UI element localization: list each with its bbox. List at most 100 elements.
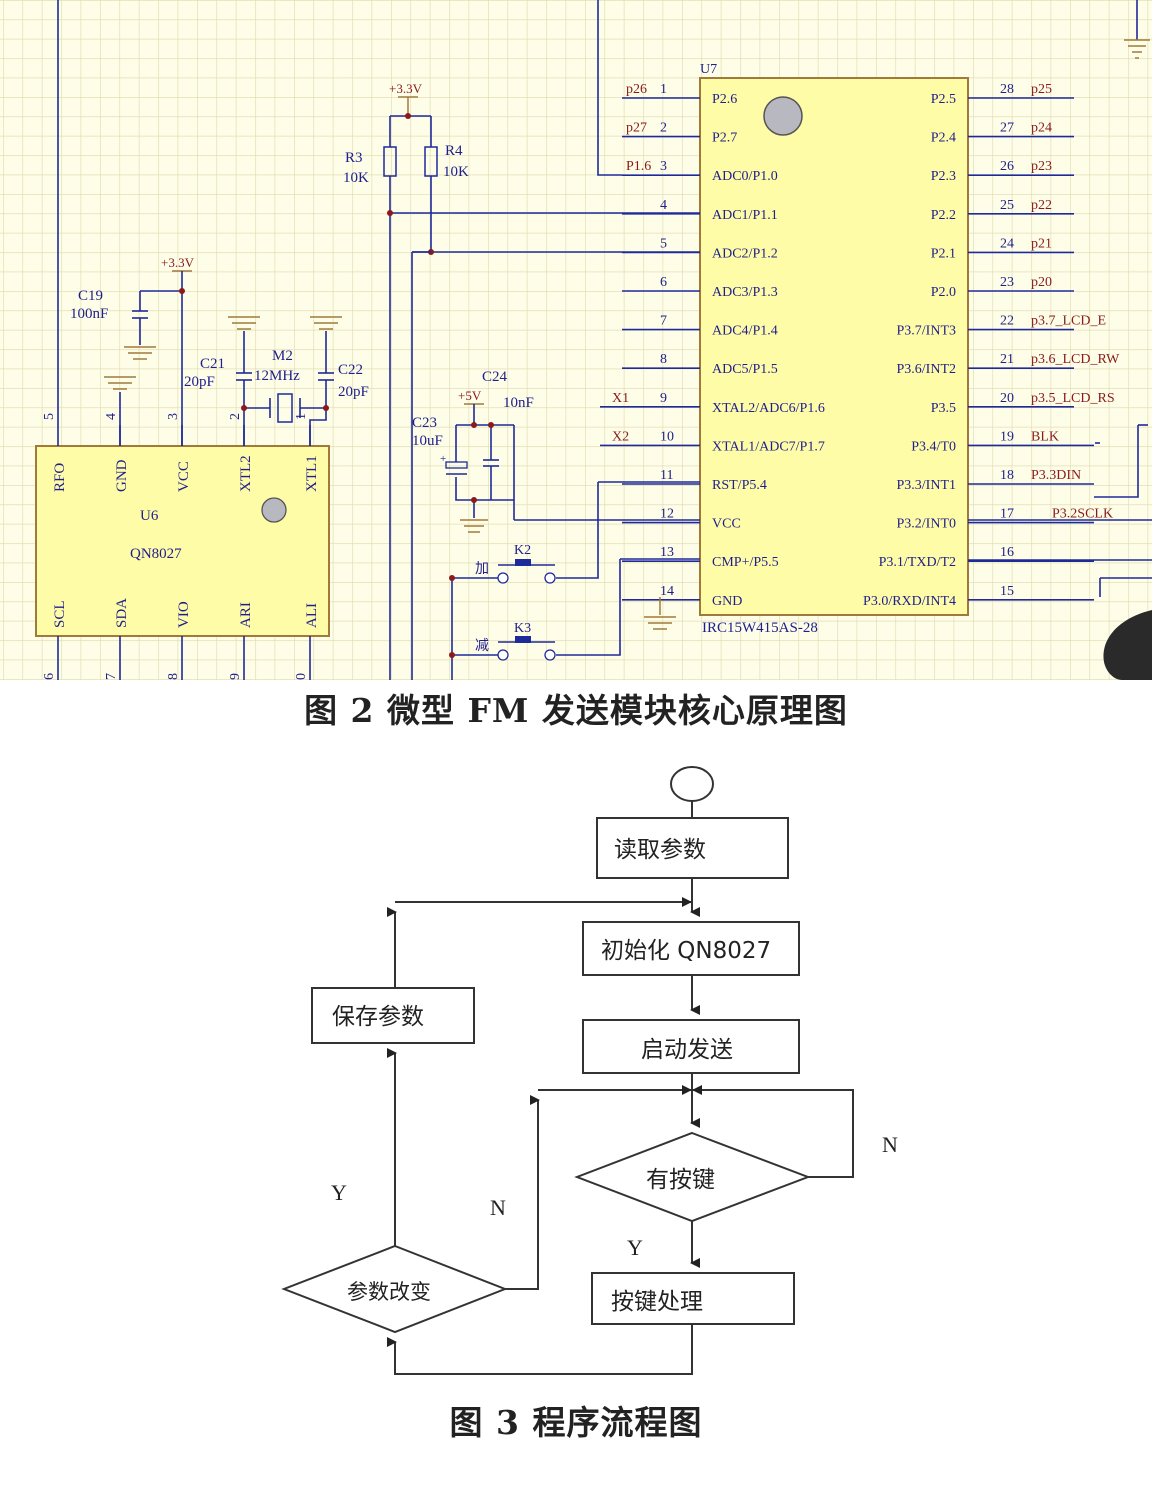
- u7-net-label: p22: [1031, 198, 1052, 213]
- k2-k3-buttons: K2 加 K3 减: [449, 543, 556, 680]
- arrowheads: [682, 897, 702, 1095]
- u7-net-label: p23: [1031, 159, 1052, 174]
- m2-value: 12MHz: [254, 368, 300, 384]
- u7-pin-name: P2.0: [931, 285, 956, 300]
- u7-pin-number: 5: [660, 236, 667, 251]
- u7-pin-name: P3.2/INT0: [897, 517, 957, 532]
- u7-pin-name: GND: [712, 594, 742, 609]
- u6-pin-number: 3: [166, 413, 181, 420]
- u6-pin-number: 7: [104, 673, 119, 680]
- u6-pin-name: VCC: [176, 461, 192, 492]
- svg-text:+: +: [440, 453, 446, 465]
- read-params-label: 读取参数: [614, 837, 706, 863]
- u7-pin-name: P3.1/TXD/T2: [879, 555, 956, 570]
- u7-pin-number: 26: [1000, 159, 1014, 174]
- init-label: 初始化 QN8027: [601, 938, 771, 964]
- u7-pin-name: ADC1/P1.1: [712, 208, 778, 223]
- u7-pin-number: 23: [1000, 275, 1014, 290]
- u7-net-label: P1.6: [626, 159, 651, 174]
- u6-pin-number: 9: [228, 673, 243, 680]
- start-tx-label: 启动发送: [641, 1037, 733, 1063]
- u7-pin-number: 18: [1000, 468, 1014, 483]
- u7-pin-name: ADC3/P1.3: [712, 285, 778, 300]
- u6-pin-number: 6: [42, 673, 57, 680]
- u6-support-parts: +3.3V C19 100nF C21 20pF M2: [70, 255, 369, 446]
- u7-pin-name: CMP+/P5.5: [712, 555, 779, 570]
- u7-net-label: p20: [1031, 275, 1052, 290]
- c21-value: 20pF: [184, 374, 215, 390]
- init-box: [582, 921, 800, 976]
- u6-pin-name: VIO: [176, 601, 192, 628]
- r4-value: 10K: [443, 164, 469, 180]
- u6-pin-number: 4: [104, 413, 119, 420]
- u7-net-label: p3.7_LCD_E: [1031, 314, 1106, 329]
- u7-pin-number: 21: [1000, 352, 1014, 367]
- u7-pin-name: P2.7: [712, 131, 737, 146]
- u7-pin-name: P2.1: [931, 246, 956, 261]
- u6-pin-number: 1: [294, 413, 309, 420]
- u7-net-label: P3.2SCLK: [1052, 507, 1113, 522]
- u6-pin-name: ALI: [304, 603, 320, 628]
- c21-ref: C21: [200, 356, 225, 372]
- u7-pin-number: 16: [1000, 545, 1014, 560]
- u6-pin-name: XTL1: [304, 455, 320, 492]
- u7-net-label: p3.5_LCD_RS: [1031, 391, 1115, 406]
- u6-pin-number: 0: [294, 673, 309, 680]
- c23-value: 10uF: [412, 433, 443, 449]
- u7-pin-name: P2.6: [712, 92, 737, 107]
- y-label-save: Y: [331, 1180, 347, 1205]
- r3-ref: R3: [345, 150, 363, 166]
- param-changed-label: 参数改变: [347, 1280, 431, 1304]
- u7-pin-name: ADC4/P1.4: [712, 324, 778, 339]
- u7-pin-number: 15: [1000, 584, 1014, 599]
- u7-pin-number: 7: [660, 314, 667, 329]
- vcc-5v-label: +5V: [458, 388, 482, 403]
- u7-pin-name: P3.6/INT2: [897, 362, 957, 377]
- u7-pin-number: 25: [1000, 198, 1014, 213]
- u7-net-label: BLK: [1031, 429, 1059, 444]
- flowchart-diagram: 读取参数 初始化 QN8027 启动发送 保存参数 有按键 按键处理 参数改变 …: [281, 766, 898, 1375]
- u6-pin-number: 5: [42, 413, 57, 420]
- read-params-box: [596, 817, 789, 879]
- u7-pin-name: ADC2/P1.2: [712, 246, 778, 261]
- c23-c24-decoupling: +5V + C24 10nF C23 10uF: [412, 369, 534, 533]
- u6-pin-name: SCL: [52, 600, 68, 628]
- u7-mcu-chip: U7 IRC15W415AS-28 1P2.6p262P2.7p273ADC0/…: [600, 62, 1120, 636]
- has-key-label: 有按键: [646, 1167, 715, 1193]
- u7-net-label: X1: [612, 391, 629, 406]
- save-params-box: [311, 987, 475, 1044]
- c22-value: 20pF: [338, 384, 369, 400]
- u7-net-label: p27: [626, 121, 647, 136]
- mcu-ground-symbol: [644, 597, 676, 630]
- u7-ref: U7: [700, 62, 717, 77]
- u7-pin-name: RST/P5.4: [712, 478, 767, 493]
- u7-net-label: P3.3DIN: [1031, 468, 1081, 483]
- u7-net-label: p26: [626, 82, 647, 97]
- u7-part: IRC15W415AS-28: [702, 620, 818, 636]
- k3-label: 减: [475, 638, 489, 654]
- figure-3-caption: 图 3 程序流程图: [449, 1403, 703, 1442]
- u7-pin-number: 10: [660, 429, 674, 444]
- u6-pin-name: GND: [114, 459, 130, 492]
- u6-pin-name: RFO: [52, 463, 68, 492]
- n-label-loop: N: [882, 1132, 898, 1157]
- u7-pin-number: 28: [1000, 82, 1014, 97]
- u7-pin-number: 11: [660, 468, 673, 483]
- u7-pin-name: P2.5: [931, 92, 956, 107]
- u7-pin-number: 27: [1000, 121, 1014, 136]
- u7-pin-number: 2: [660, 121, 667, 136]
- u7-pin-number: 13: [660, 545, 674, 560]
- u7-pin-number: 3: [660, 159, 667, 174]
- y-label-key: Y: [627, 1235, 643, 1260]
- u6-pin-number: 2: [228, 413, 243, 420]
- u7-pin-number: 22: [1000, 314, 1014, 329]
- u7-net-label: p25: [1031, 82, 1052, 97]
- u7-pin-name: P3.7/INT3: [897, 324, 957, 339]
- u7-pin-number: 9: [660, 391, 667, 406]
- ground-symbol: [1124, 39, 1150, 59]
- c19-value: 100nF: [70, 306, 108, 322]
- m2-ref: M2: [272, 348, 293, 364]
- u7-pin-number: 6: [660, 275, 667, 290]
- c23-ref: C23: [412, 415, 437, 431]
- u7-pin-number: 4: [660, 198, 667, 213]
